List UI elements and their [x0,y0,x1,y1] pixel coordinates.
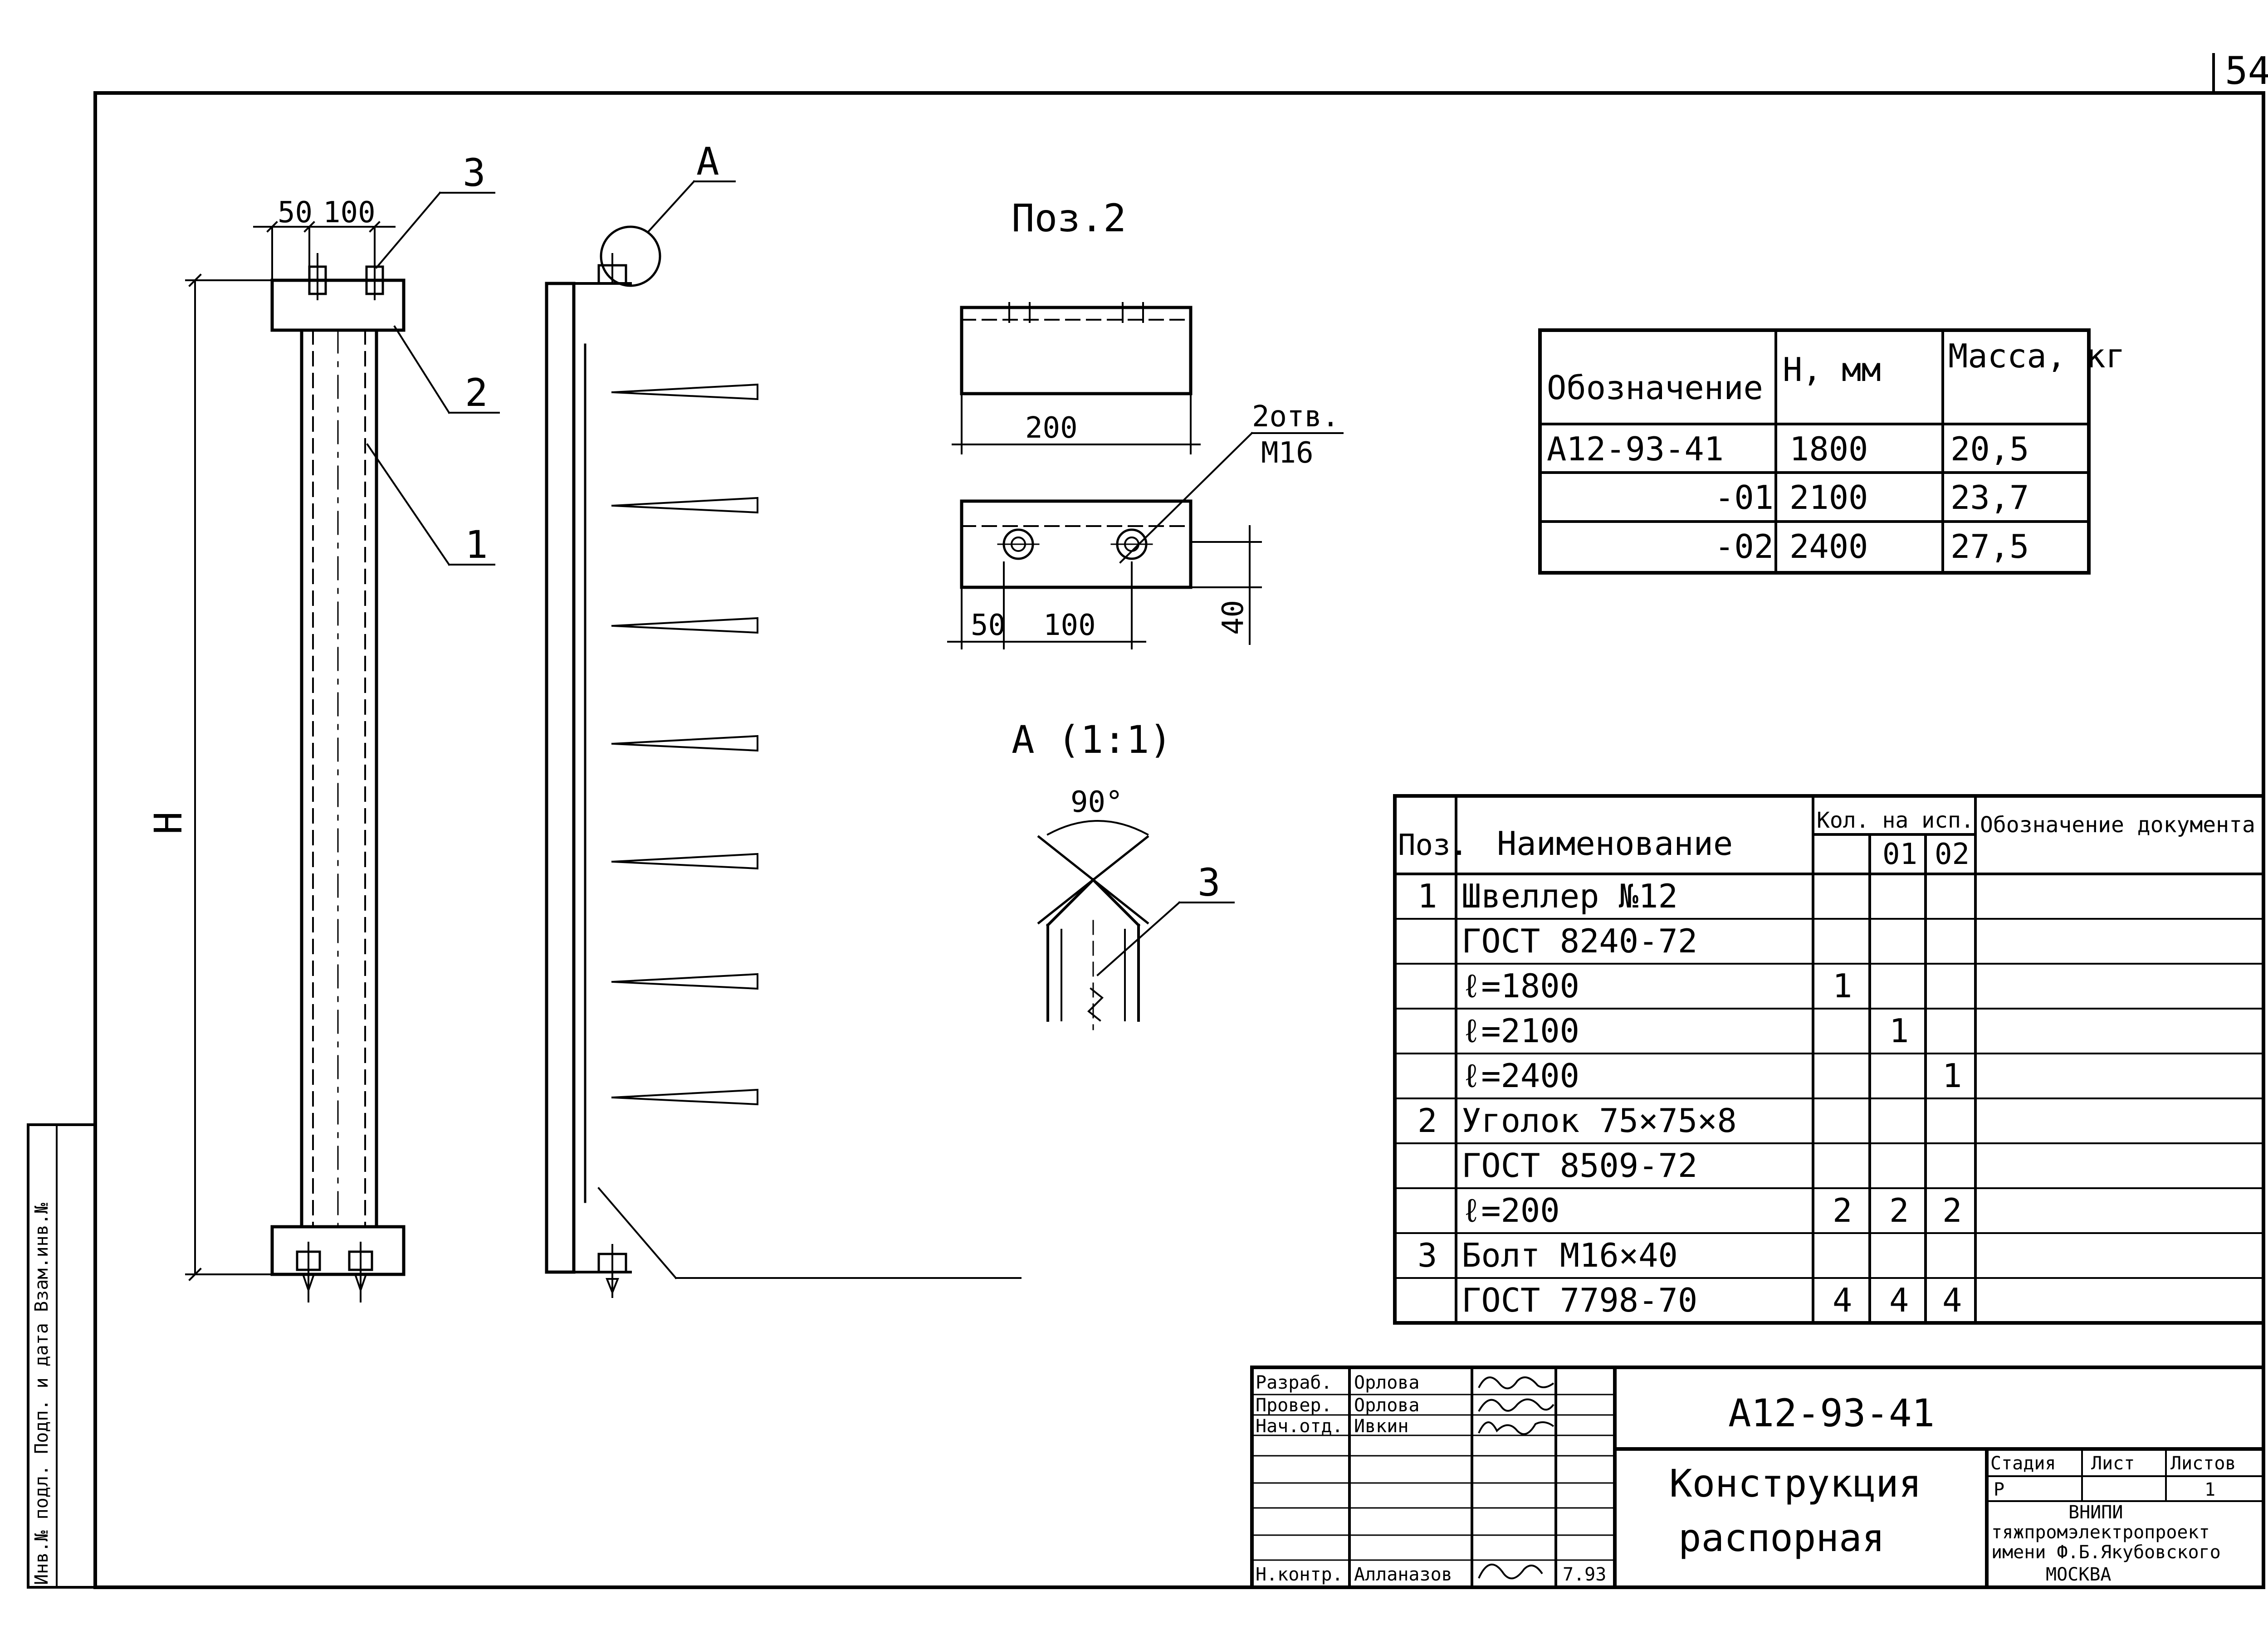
front-view [185,191,500,1302]
dim-100-label: 100 [323,196,376,229]
tb-title-line2: распорная [1678,1516,1885,1560]
tb-org-line3: имени Ф.Б.Якубовского [1991,1542,2221,1563]
side-stamp [27,1123,97,1589]
tb-date: 7.93 [1563,1564,1606,1585]
spec-row-6-name: ГОСТ 8509-72 [1461,1146,1697,1185]
spec-row-9-q1: 4 [1889,1281,1909,1319]
spec-row-7-q2: 2 [1942,1191,1962,1229]
spec-row-8-name: Болт М16×40 [1461,1236,1678,1274]
tb-name-developer: Орлова [1354,1372,1420,1393]
height-label: H [146,811,191,834]
pos2-bolt-label: М16 [1261,436,1314,470]
spec-row-4-name: ℓ=2400 [1461,1057,1579,1095]
pos2-dim-100: 100 [1043,609,1096,642]
variants-row-0-designation: А12-93-41 [1547,430,1724,468]
spec-row-9-q2: 4 [1942,1281,1962,1319]
dim-50-label: 50 [278,196,313,229]
pos2-dim-50: 50 [971,609,1006,642]
spec-row-5-pos: 2 [1418,1102,1437,1140]
spec-header-doc: Обозначение документа [1980,812,2255,838]
tb-stage: Р [1994,1479,2004,1500]
pos2-detail [947,302,1344,649]
spec-row-0-name: Швеллер №12 [1461,877,1678,915]
callout-3: 3 [463,151,486,195]
spec-header-qty: Кол. на исп. [1817,808,1974,833]
spec-row-2-name: ℓ=1800 [1461,967,1579,1005]
tb-org-line1: ВНИПИ [2068,1502,2123,1523]
spec-header-qty-01: 01 [1882,838,1917,871]
side-view [545,180,1022,1298]
spec-row-9-name: ГОСТ 7798-70 [1461,1281,1697,1319]
spec-table: Поз. Наименование Кол. на исп. 01 02 Обо… [1398,808,2255,871]
tb-name-head: Ивкин [1354,1416,1408,1437]
view-a-callout: 3 [1198,860,1221,905]
tb-stage-header: Стадия [1990,1453,2056,1474]
variants-header-mass: Масса, кг [1948,337,2125,375]
spec-header-name: Наименование [1497,824,1733,863]
tb-sheet-header: Лист [2091,1453,2135,1474]
variants-row-2-mass: 27,5 [1950,527,2029,566]
spec-header-qty-02: 02 [1935,838,1970,871]
tb-title-line1: Конструкция [1669,1461,1921,1506]
variants-row-0-h: 1800 [1789,430,1868,468]
tb-role-normcontrol: Н.контр. [1256,1564,1343,1585]
variants-row-1-mass: 23,7 [1950,478,2029,517]
view-a-angle: 90° [1070,785,1123,819]
callout-2: 2 [465,371,488,415]
tb-name-checker: Орлова [1354,1395,1420,1416]
spec-row-7-name: ℓ=200 [1461,1191,1560,1229]
tb-role-developer: Разраб. [1256,1372,1332,1393]
sheet-number: 54 [2225,49,2268,93]
view-a-detail [1037,820,1235,1030]
variants-row-2-h: 2400 [1789,527,1868,566]
spec-row-0-pos: 1 [1418,877,1437,915]
spec-row-7-q1: 2 [1889,1191,1909,1229]
variants-header-designation: Обозначение [1547,369,1763,407]
tb-role-head: Нач.отд. [1256,1416,1343,1437]
view-a-title: А (1:1) [1012,717,1172,762]
title-block-grid [1250,1366,2265,1589]
tb-sheets-header: Листов [2170,1453,2236,1474]
variants-row-1-h: 2100 [1789,478,1868,517]
variants-table-grid [1538,328,2091,575]
pos2-title: Поз.2 [1012,196,1126,240]
variants-table: Обозначение Н, мм Масса, кг А12-93-41 18… [1547,337,2125,566]
tb-role-checker: Провер. [1256,1395,1332,1416]
tb-designation: А12-93-41 [1728,1391,1935,1435]
spec-row-7-q0: 2 [1833,1191,1852,1229]
tb-org-line4: МОСКВА [2046,1564,2112,1585]
tb-org-line2: тяжпромэлектропроект [1991,1522,2210,1543]
title-block: Разраб. Провер. Нач.отд. Н.контр. Орлова… [1256,1372,2236,1585]
variants-header-h: Н, мм [1783,351,1881,389]
spec-row-9-q0: 4 [1833,1281,1852,1319]
tb-name-normcontrol: Алланазов [1354,1564,1452,1585]
variants-row-2-designation: -02 [1715,527,1774,566]
pos2-length-dim: 200 [1025,411,1078,445]
tb-sheets-count: 1 [2204,1479,2215,1500]
signatures [1478,1376,1554,1580]
spec-table-grid [1393,794,2265,1325]
spec-row-8-pos: 3 [1418,1236,1437,1274]
detail-a-callout: А [696,139,719,184]
spec-row-3-name: ℓ=2100 [1461,1012,1579,1050]
variants-row-0-mass: 20,5 [1950,430,2029,468]
spec-row-3-q1: 1 [1889,1012,1909,1050]
callout-1: 1 [465,522,488,567]
spec-row-4-q2: 1 [1942,1057,1962,1095]
spec-header-pos: Поз. [1398,829,1468,862]
spec-row-5-name: Уголок 75×75×8 [1461,1102,1737,1140]
spec-row-2-q0: 1 [1833,967,1852,1005]
pos2-dim-40: 40 [1217,600,1250,635]
pos2-holes-label: 2отв. [1252,400,1339,434]
variants-row-1-designation: -01 [1715,478,1774,517]
side-stamp-text: Инв.№ подл. Подп. и дата Взам.инв.№ [31,1203,52,1585]
spec-row-1-name: ГОСТ 8240-72 [1461,922,1697,960]
